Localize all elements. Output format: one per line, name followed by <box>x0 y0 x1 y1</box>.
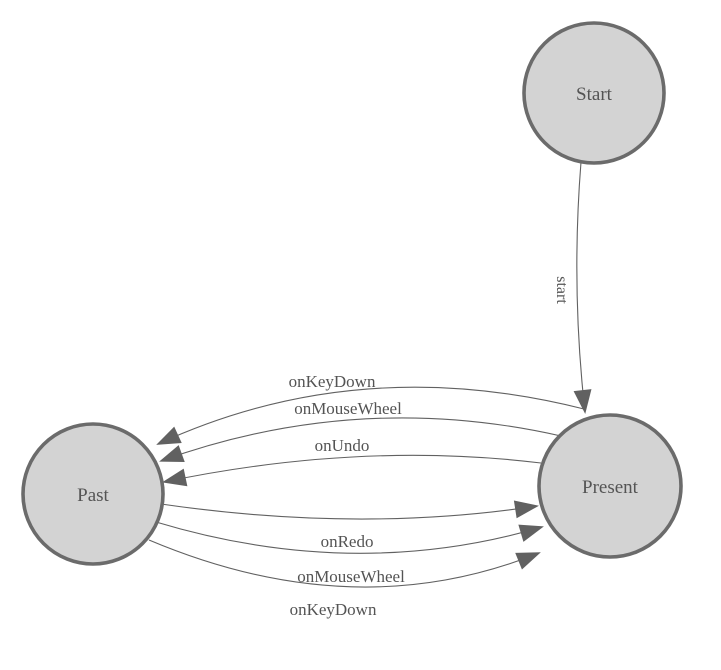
transition-label-past-to-present-onkeydown: onKeyDown <box>290 600 377 619</box>
state-node-present: Present <box>537 413 683 559</box>
state-node-circle-present <box>537 413 683 559</box>
state-node-label-present: Present <box>582 477 639 498</box>
transition-edge-present-to-past-onundo <box>162 454 542 487</box>
transition-label-present-to-past-onundo: onUndo <box>315 436 370 455</box>
state-node-past: Past <box>21 422 165 566</box>
edges-layer <box>148 161 592 588</box>
transition-label-present-to-past-onmousewheel: onMouseWheel <box>294 399 402 418</box>
state-node-start: Start <box>522 21 666 165</box>
transition-edge-past-to-present-onkeydown <box>148 539 541 588</box>
transition-edge-past-to-present-onmousewheel <box>155 521 544 554</box>
edge-labels-layer: start onKeyDown onMouseWheel onUndo onRedo on… <box>289 276 570 619</box>
state-node-circle-past <box>21 422 165 566</box>
state-node-circle-start <box>522 21 666 165</box>
transition-label-past-to-present-onmousewheel: onMouseWheel <box>297 567 405 586</box>
transition-label-past-to-present-onredo: onRedo <box>321 532 374 551</box>
transition-label-start-to-present: start <box>553 276 570 304</box>
transition-edge-past-to-present-onredo <box>160 500 539 520</box>
state-node-label-past: Past <box>77 485 109 506</box>
transition-edge-start-to-present <box>573 161 592 414</box>
state-node-label-start: Start <box>576 84 613 105</box>
transition-edge-present-to-past-onkeydown <box>156 386 585 445</box>
transition-label-present-to-past-onkeydown: onKeyDown <box>289 372 376 391</box>
transition-edge-present-to-past-onmousewheel <box>159 417 562 463</box>
